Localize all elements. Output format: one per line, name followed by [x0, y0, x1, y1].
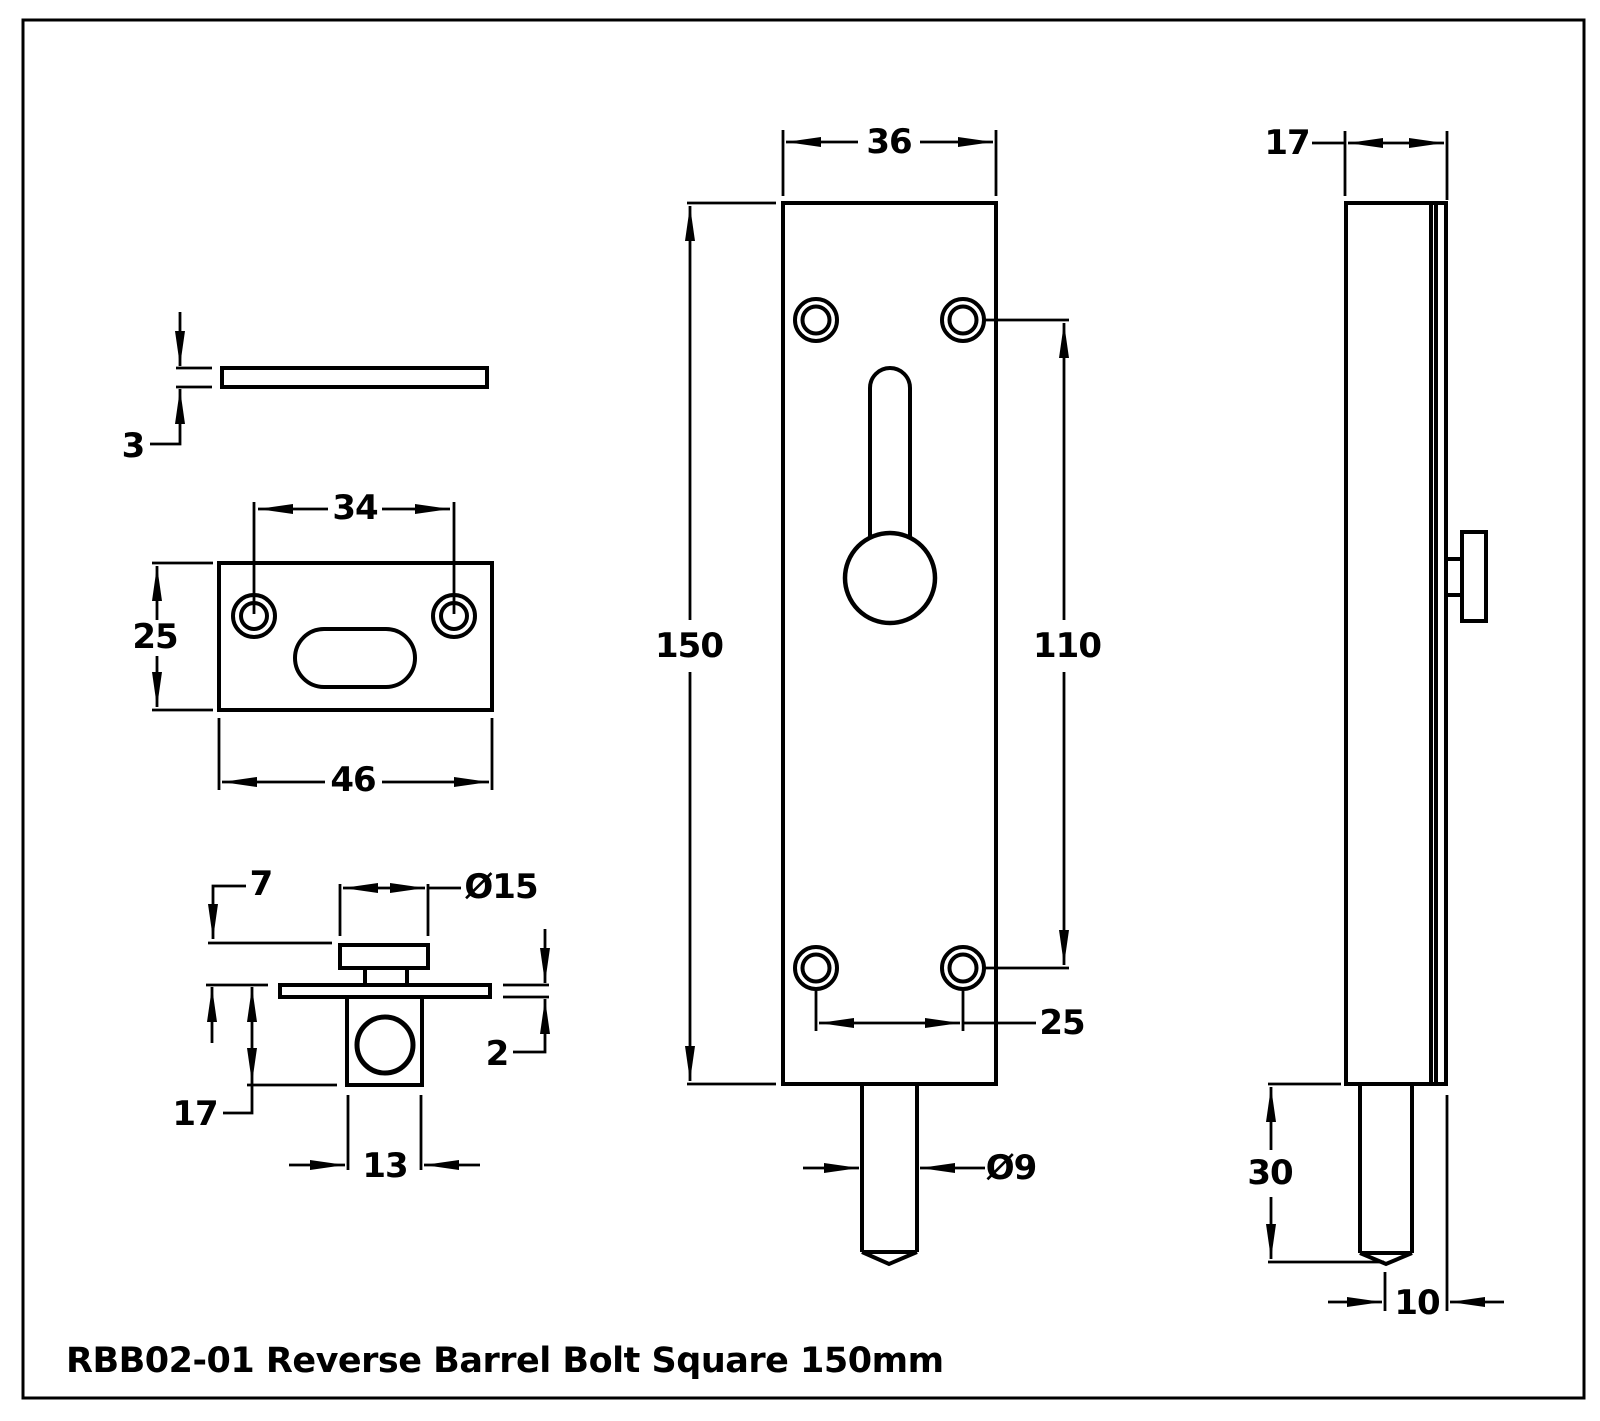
drawing-title: RBB02-01 Reverse Barrel Bolt Square 150m…: [66, 1341, 944, 1381]
dim-side-depth-label: 17: [1264, 123, 1310, 163]
dim-front-hole-span-label: 110: [1033, 626, 1102, 666]
dim-bolt-projection-label: 30: [1247, 1153, 1293, 1193]
face-plate-outline: [781, 201, 998, 1086]
dim-knob-height-label: 7: [249, 864, 274, 904]
dim-front-height-label: 150: [655, 626, 724, 666]
front-view: [685, 130, 1069, 1267]
dim-bolt-diameter-label: Ø9: [985, 1148, 1038, 1188]
side-body-outline: [1344, 201, 1448, 1086]
bolt-bore-circle: [354, 1014, 416, 1076]
keep-plate-side-outline: [220, 366, 489, 389]
knob-slot: [868, 366, 912, 558]
keep-plate-side-view: [150, 312, 489, 446]
side-bolt-shoot: [1358, 1084, 1414, 1267]
dim-front-width-label: 36: [866, 122, 912, 162]
bolt-guide-section: [345, 995, 424, 1087]
dim-front-hole-pitch-label: 25: [1039, 1003, 1085, 1043]
dim-keep-width-label: 46: [330, 760, 376, 800]
bolt-slot-opening: [293, 627, 417, 689]
side-view: [1266, 131, 1504, 1311]
dim-guide-width-label: 13: [362, 1146, 408, 1186]
dim-plate-thickness-label: 2: [485, 1034, 510, 1074]
keep-plate-front-view: [152, 502, 494, 790]
knob-section-view: [206, 883, 550, 1170]
dim-knob-diameter-label: Ø15: [464, 867, 538, 907]
bolt-shoot: [860, 1084, 919, 1267]
keep-plate-outline: [217, 561, 494, 712]
knob-circle: [842, 530, 938, 626]
dim-keep-height-label: 25: [132, 617, 178, 657]
side-knob: [1446, 530, 1488, 623]
dim-bolt-offset-label: 10: [1394, 1283, 1440, 1323]
dim-guide-depth-label: 17: [172, 1094, 218, 1134]
knob-cap-outline: [338, 943, 430, 970]
dim-keep-hole-spacing-label: 34: [332, 488, 378, 528]
dim-keep-thickness-label: 3: [121, 426, 146, 466]
drawing-border: [21, 18, 1586, 1400]
